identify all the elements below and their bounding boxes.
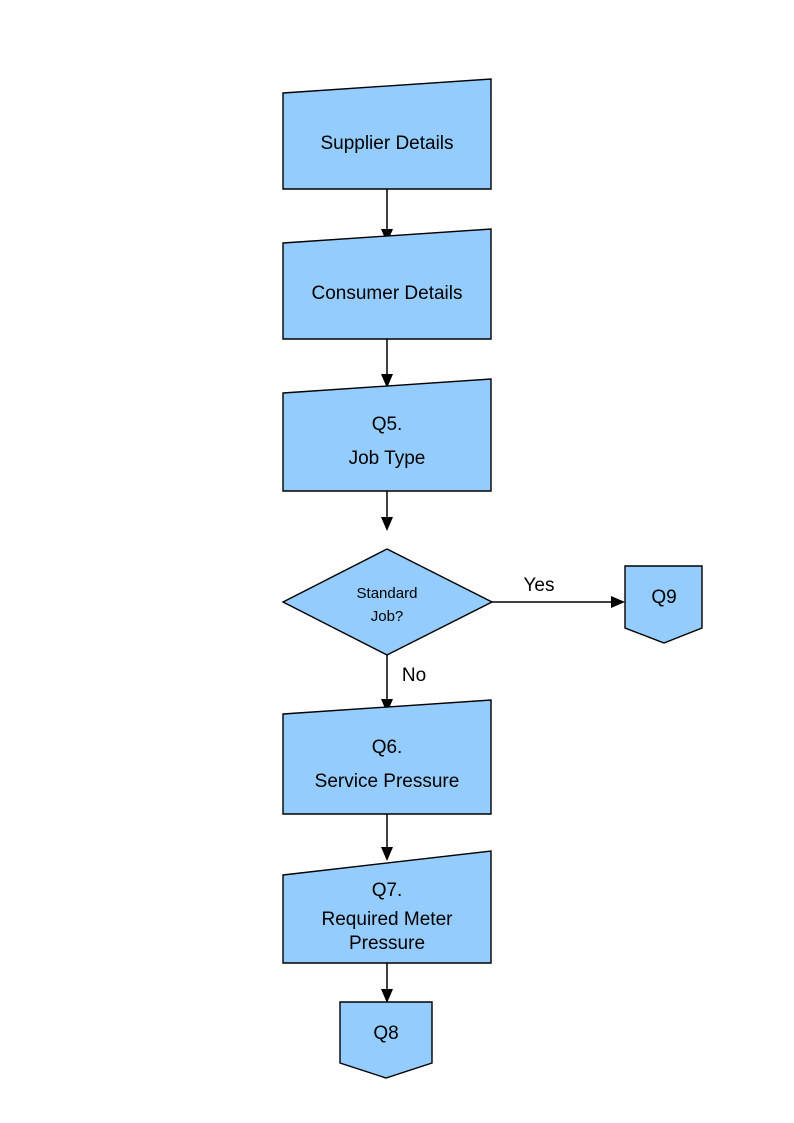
edge-q7-to-q8 [381,963,393,1003]
node-label-q5-line2: Job Type [349,448,426,469]
node-shape-skewed-rect[interactable] [282,699,492,815]
node-supplier-details[interactable]: Supplier Details [282,78,492,190]
node-shape-skewed-rect[interactable] [282,850,492,964]
node-label-q9: Q9 [651,587,676,608]
node-label-supplier-details: Supplier Details [320,133,453,154]
arrow-head-icon [381,517,393,531]
node-standard-job-decision[interactable]: Standard Job? [281,548,494,656]
node-label-q8: Q8 [373,1023,398,1044]
edge-decision-to-q9: Yes [492,575,625,608]
node-label-decision-line2: Job? [371,608,404,625]
node-shape-skewed-rect[interactable] [282,78,492,190]
node-label-q7-line3: Pressure [349,933,425,954]
edge-decision-to-q6: No [381,655,426,713]
arrow-head-icon [381,374,393,388]
node-q8[interactable]: Q8 [339,1001,433,1079]
node-consumer-details[interactable]: Consumer Details [282,228,492,340]
node-q7-required-meter-pressure[interactable]: Q7. Required Meter Pressure [282,850,492,964]
node-label-q6-line1: Q6. [372,737,403,758]
edge-label-no: No [402,665,426,686]
node-label-q6-line2: Service Pressure [315,771,460,792]
node-shape-skewed-rect[interactable] [282,228,492,340]
edge-supplier-to-consumer [381,189,393,243]
arrow-head-icon [381,847,393,861]
arrow-head-icon [381,989,393,1003]
node-label-q7-line1: Q7. [372,880,403,901]
node-q5-job-type[interactable]: Q5. Job Type [282,378,492,492]
node-shape-skewed-rect[interactable] [282,378,492,492]
node-label-decision-line1: Standard [357,585,418,602]
edge-label-yes: Yes [524,575,555,596]
node-label-q5-line1: Q5. [372,414,403,435]
node-q9[interactable]: Q9 [624,565,703,644]
edge-q6-to-q7 [381,814,393,861]
arrow-head-icon [381,699,393,713]
arrow-head-icon [611,596,625,608]
node-shape-pentagon-down[interactable] [624,565,703,644]
node-label-q7-line2: Required Meter [322,909,454,930]
edge-consumer-to-q5 [381,339,393,388]
node-q6-service-pressure[interactable]: Q6. Service Pressure [282,699,492,815]
node-label-consumer-details: Consumer Details [312,283,463,304]
edge-q5-to-decision [381,491,393,531]
node-shape-diamond[interactable] [281,548,494,656]
node-shape-pentagon-down[interactable] [339,1001,433,1079]
